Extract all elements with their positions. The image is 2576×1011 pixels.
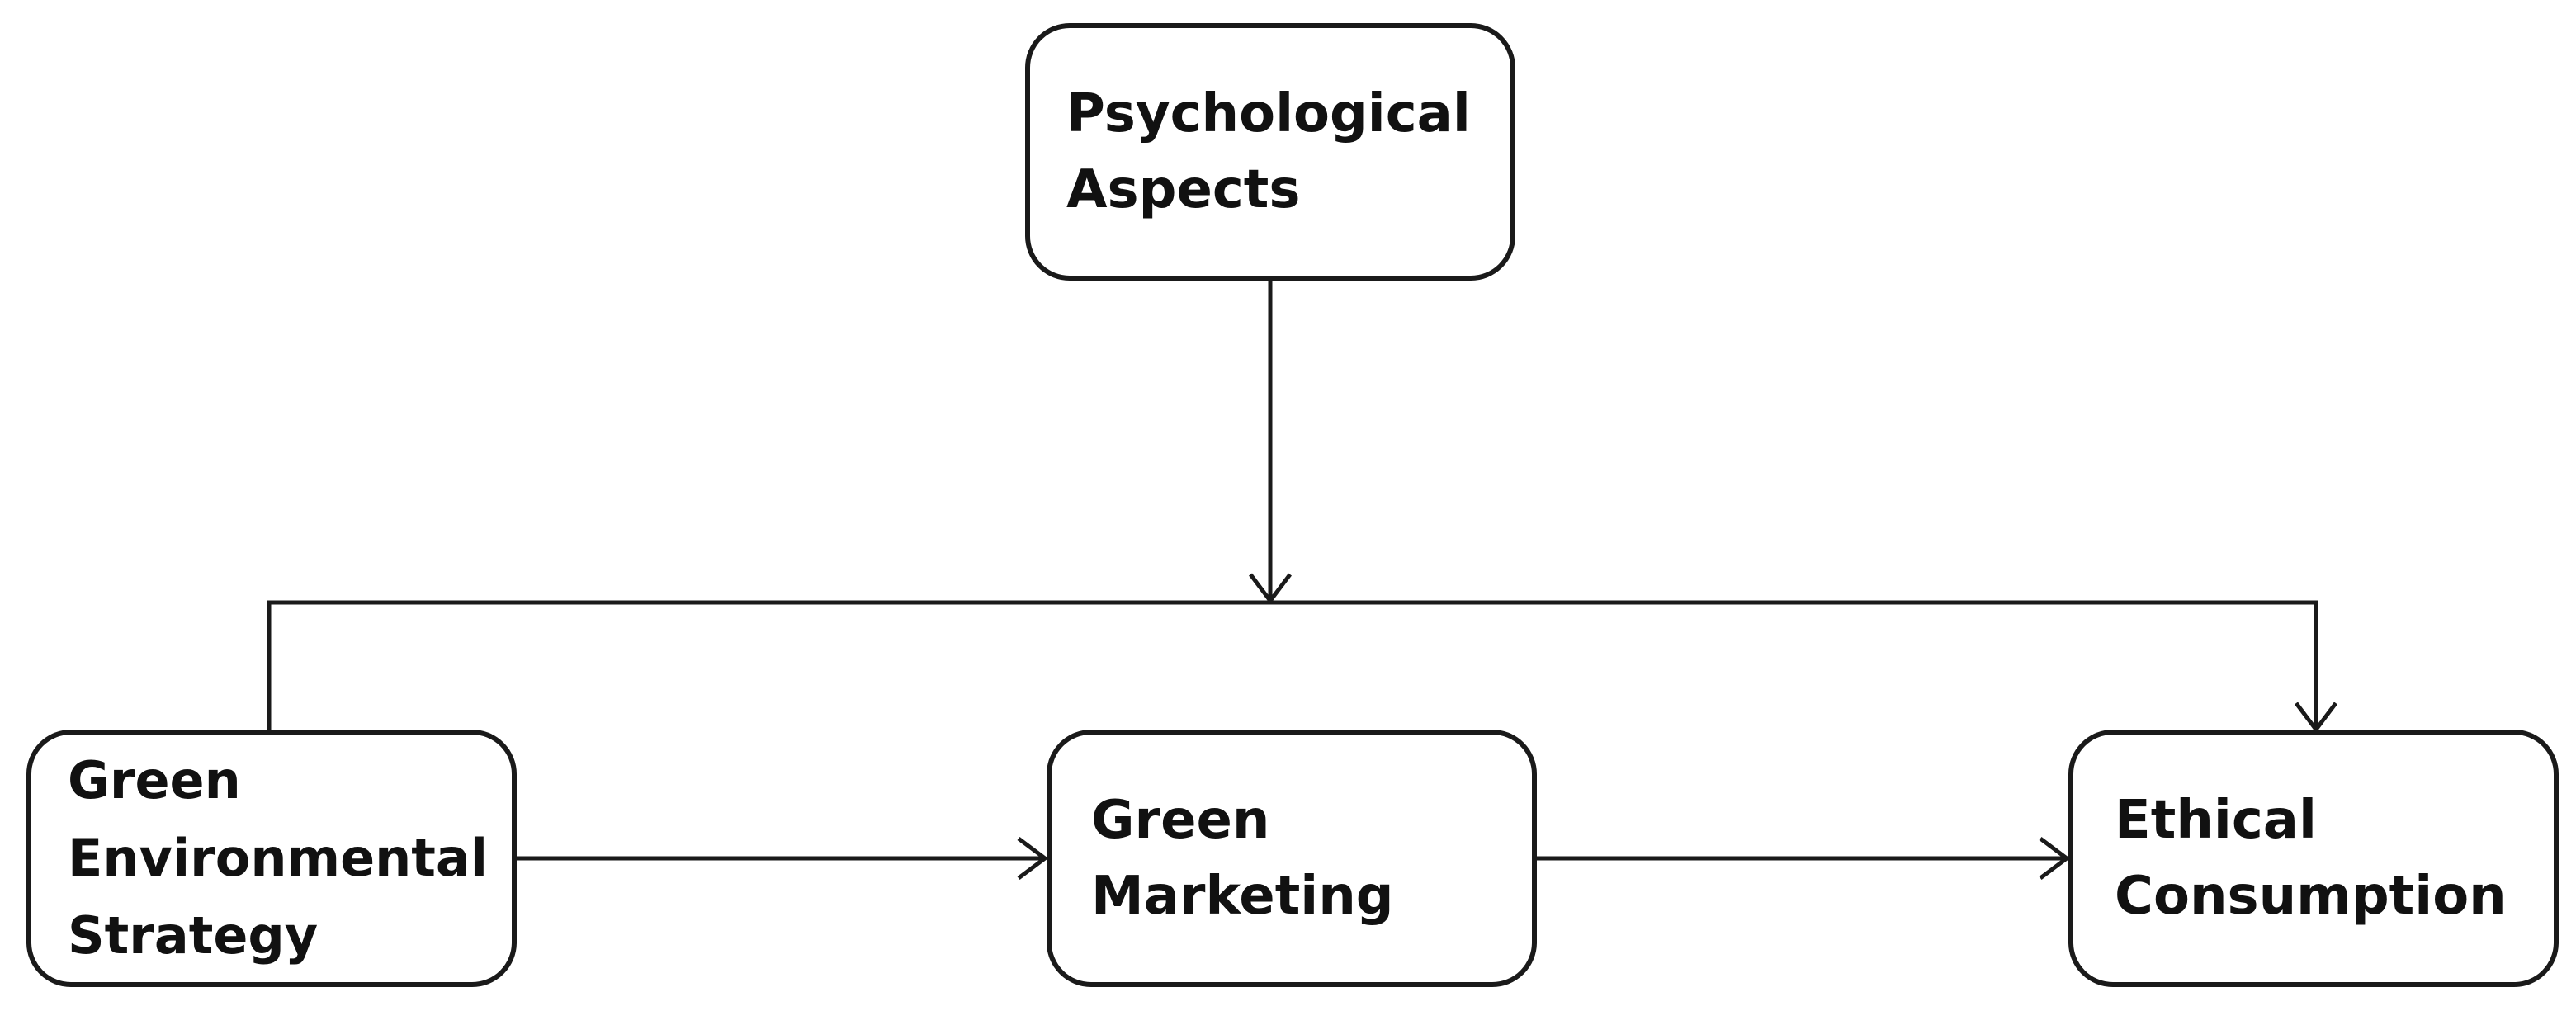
node-label-green-marketing: Green Marketing [1091,790,1394,927]
arrowhead-gm [1017,837,1049,880]
bracket-ges-to-ec [267,600,2318,730]
node-psychological-aspects: Psychological Aspects [1025,23,1515,281]
node-label-ethical-consumption: Ethical Consumption [2115,790,2507,927]
arrowhead-ec [2039,837,2071,880]
node-label-green-environmental-strategy: Green Environmental Strategy [68,750,488,966]
node-green-environmental-strategy: Green Environmental Strategy [26,730,517,987]
node-label-psychological-aspects: Psychological Aspects [1066,83,1471,220]
node-ethical-consumption: Ethical Consumption [2068,730,2559,987]
node-green-marketing: Green Marketing [1047,730,1537,987]
